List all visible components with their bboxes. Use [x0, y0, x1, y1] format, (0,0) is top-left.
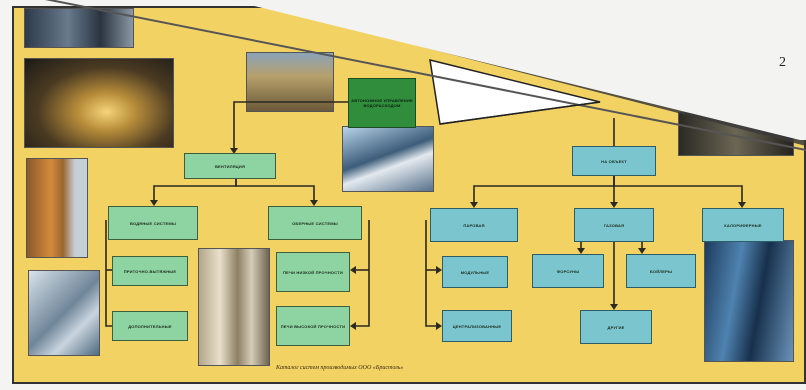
- right-b1-box: ФОРСУНЫ: [532, 254, 604, 288]
- left-b1-box: ПЕЧИ НИЗКОЙ ПРОЧНОСТИ: [276, 252, 350, 292]
- right-b3-box: ДРУГИЕ: [580, 310, 652, 344]
- right-a1-box: МОДУЛЬНЫЕ: [442, 256, 508, 288]
- glass-building-photo-left: [28, 270, 100, 356]
- right-b2-box: БОЙЛЕРЫ: [626, 254, 696, 288]
- poster-caption: Каталог систем производимых ООО «Бристол…: [276, 365, 404, 371]
- left-b-box: ОБЕРНЫЕ СИСТЕМЫ: [268, 206, 362, 240]
- office-photo-center: [342, 126, 434, 192]
- left-main-box: ВЕНТИЛЯЦИЯ: [184, 153, 276, 179]
- skyscraper-photo-center: [198, 248, 270, 366]
- left-a1-box: ПРИТОЧНО-ВЫТЯЖНЫЕ: [112, 256, 188, 286]
- right-main-box: НА ОБЪЕКТ: [572, 146, 656, 176]
- root-box: АВТОНОМНОЕ УПРАВЛЕНИЕ ВОДОРАСХОДОМ: [348, 78, 416, 128]
- page-number: 2: [779, 55, 786, 70]
- left-b2-box: ПЕЧИ ВЫСОКОЙ ПРОЧНОСТИ: [276, 306, 350, 346]
- left-a-box: ВОДЯНЫЕ СИСТЕМЫ: [108, 206, 198, 240]
- right-a-box: ПАРОВАЯ: [430, 208, 518, 242]
- right-c-box: КАЛОРИФЕРНЫЕ: [702, 208, 784, 242]
- right-b-box: ГАЗОВАЯ: [574, 208, 654, 242]
- building-photo-top-left: [24, 8, 134, 48]
- tower-photo-left: [26, 158, 88, 258]
- tunnel-photo: [24, 58, 174, 148]
- right-a2-box: ЦЕНТРАЛИЗОВАННЫЕ: [442, 310, 512, 342]
- left-a2-box: ДОПОЛНИТЕЛЬНЫЕ: [112, 311, 188, 341]
- org-chart-connectors: [105, 101, 746, 330]
